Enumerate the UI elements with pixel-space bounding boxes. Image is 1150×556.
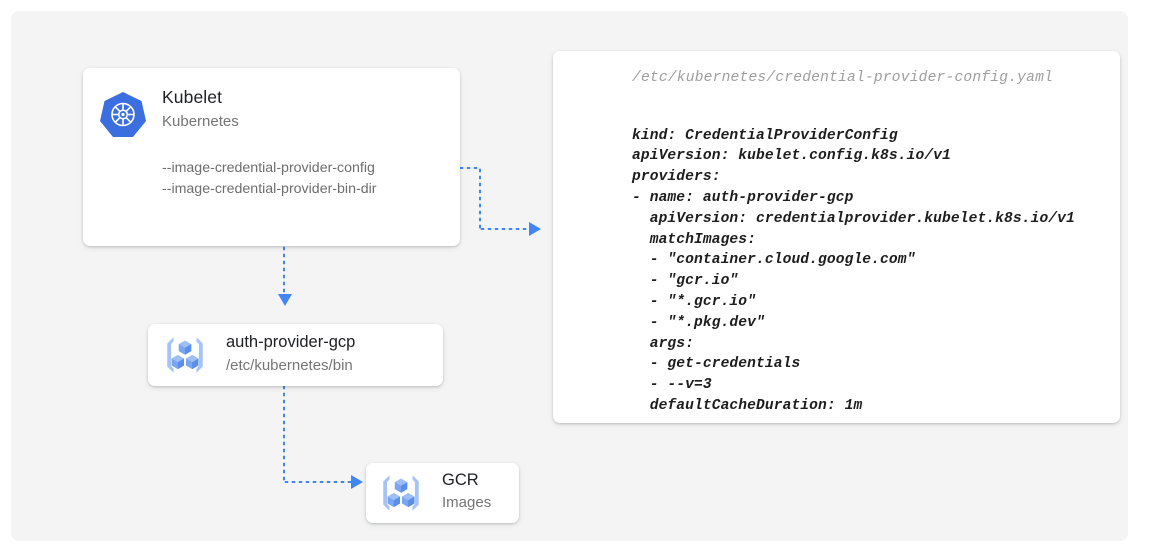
gcr-subtitle: Images (442, 494, 492, 511)
config-file-content: kind: CredentialProviderConfig apiVersio… (632, 127, 1075, 414)
kubelet-flag-image-credential-provider-bin-dir: --image-credential-provider-bin-dir (162, 181, 377, 197)
gcr-node-card[interactable]: GCR Images (366, 463, 519, 523)
arrowhead-to-auth-provider (278, 294, 292, 306)
kubelet-flag-image-credential-provider-config: --image-credential-provider-config (162, 160, 375, 176)
connector-kubelet-to-config-segment-vertical (479, 167, 481, 230)
container-registry-icon (383, 475, 419, 511)
arrowhead-to-gcr (351, 475, 363, 489)
auth-provider-title: auth-provider-gcp (226, 333, 356, 351)
kubelet-title: Kubelet (162, 87, 223, 107)
auth-provider-gcp-node-card[interactable]: auth-provider-gcp /etc/kubernetes/bin (148, 324, 443, 386)
auth-provider-subtitle: /etc/kubernetes/bin (226, 357, 353, 374)
credential-provider-config-card[interactable]: /etc/kubernetes/credential-provider-conf… (553, 51, 1120, 423)
connector-auth-provider-to-gcr-vertical (283, 377, 285, 482)
kubernetes-logo-icon (100, 92, 146, 137)
config-file-path: /etc/kubernetes/credential-provider-conf… (632, 70, 1054, 86)
arrowhead-to-config-card (529, 222, 541, 236)
connector-kubelet-to-config-segment-horizontal-bottom (479, 228, 533, 230)
kubelet-subtitle: Kubernetes (162, 113, 239, 130)
gcr-title: GCR (442, 471, 479, 489)
connector-auth-provider-to-gcr-horizontal (283, 481, 355, 483)
diagram-canvas: Kubelet Kubernetes --image-credential-pr… (11, 11, 1128, 541)
kubelet-node-card[interactable]: Kubelet Kubernetes --image-credential-pr… (83, 68, 460, 246)
container-registry-icon (167, 337, 203, 373)
